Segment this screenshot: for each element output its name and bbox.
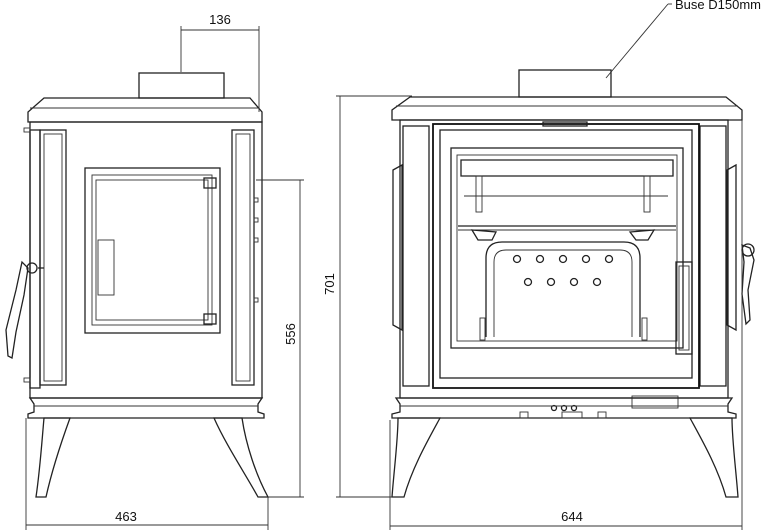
side-front-leg — [35, 417, 71, 498]
air-control-dots — [550, 404, 578, 412]
front-glass — [450, 147, 684, 349]
front-base — [391, 397, 737, 419]
flue-width-label: 136 — [209, 12, 231, 27]
front-side-handle — [741, 244, 755, 326]
side-rear-leg — [212, 417, 270, 498]
front-body — [399, 119, 729, 399]
front-top-plate — [391, 96, 743, 121]
ashpan-vent — [631, 395, 679, 409]
depth-label: 463 — [115, 509, 137, 524]
side-flue-collar — [138, 72, 225, 99]
air-holes — [512, 254, 614, 287]
side-top-plate — [27, 97, 263, 123]
firebox-back — [485, 241, 641, 337]
total-height-label: 701 — [322, 273, 337, 295]
side-base — [27, 397, 265, 419]
front-left-leg — [391, 417, 442, 498]
side-window — [84, 167, 221, 334]
front-door-handle — [675, 261, 693, 355]
flue-diameter-label: Buse D150mm — [675, 0, 761, 12]
front-view — [391, 69, 755, 498]
side-rear-panel — [231, 129, 255, 386]
side-view — [5, 72, 270, 498]
dimension-lines — [25, 3, 743, 530]
side-height-label: 556 — [283, 323, 298, 345]
front-right-leg — [688, 417, 739, 498]
side-body — [29, 121, 263, 399]
side-door-handle — [5, 260, 29, 359]
front-flue-collar — [518, 69, 612, 98]
width-label: 644 — [561, 509, 583, 524]
